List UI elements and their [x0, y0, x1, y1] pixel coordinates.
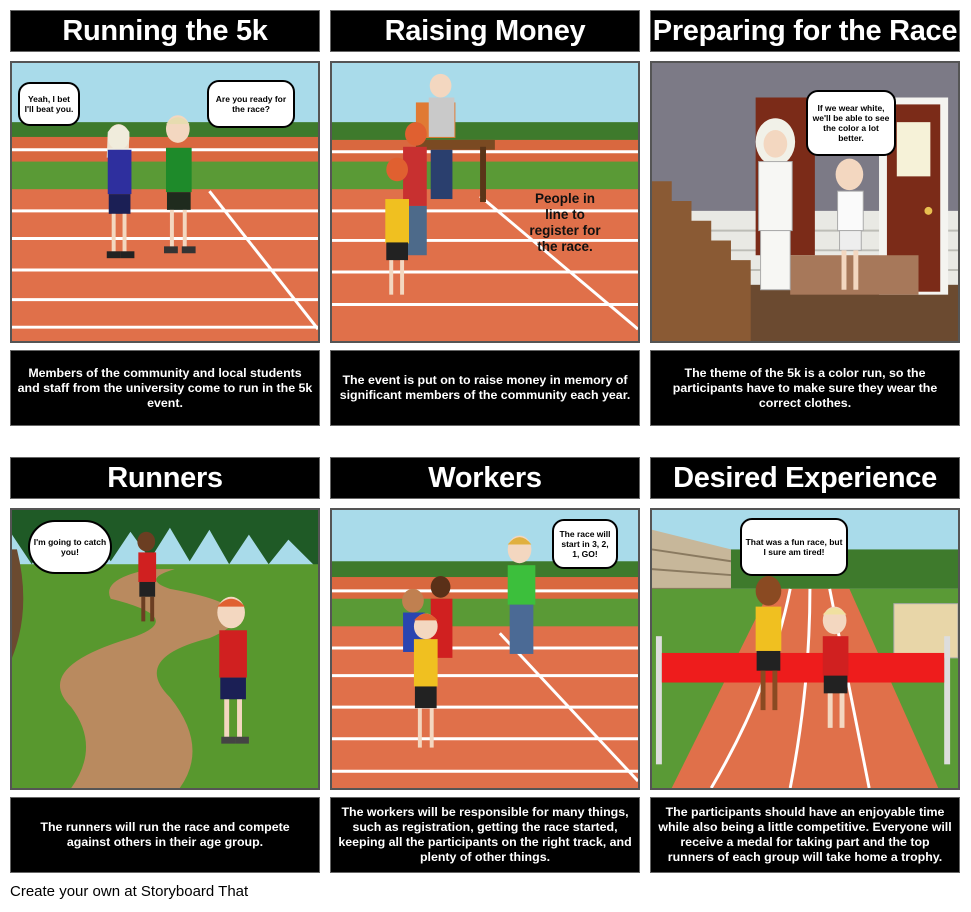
scene-text: People in line to register for the race. [529, 191, 601, 254]
speech-bubble: If we wear white, we'll be able to see t… [806, 90, 896, 156]
finishing-runner-figure [822, 606, 849, 728]
scene-workers: The race will start in 3, 2, 1, GO! [330, 508, 640, 790]
runner-group-figure [402, 576, 453, 748]
scene-desired-experience: That was a fun race, but I sure am tired… [650, 508, 960, 790]
speech-bubble: I'm going to catch you! [28, 520, 112, 574]
title-desired-experience: Desired Experience [650, 457, 960, 499]
boy-in-white-figure [835, 158, 864, 290]
caption-running-the-5k: Members of the community and local stude… [10, 350, 320, 426]
caption-runners: The runners will run the race and compet… [10, 797, 320, 873]
title-workers: Workers [330, 457, 640, 499]
finishing-runner-figure [755, 576, 782, 711]
boy-runner-figure [164, 115, 196, 254]
scene-raising-money: People in line to register for the race. [330, 61, 640, 343]
girl-runner-figure [106, 124, 135, 259]
speech-bubble: Are you ready for the race? [207, 80, 295, 128]
scene-running-the-5k: Yeah, I bet I'll beat you. Are you ready… [10, 61, 320, 343]
title-runners: Runners [10, 457, 320, 499]
runner-in-line-figure [385, 122, 427, 295]
speech-bubble: That was a fun race, but I sure am tired… [740, 518, 848, 576]
woman-in-white-figure [755, 118, 796, 291]
caption-preparing-for-the-race: The theme of the 5k is a color run, so t… [650, 350, 960, 426]
title-running-the-5k: Running the 5k [10, 10, 320, 52]
registration-worker-figure [428, 73, 455, 200]
far-runner-figure [137, 531, 157, 622]
caption-workers: The workers will be responsible for many… [330, 797, 640, 873]
title-raising-money: Raising Money [330, 10, 640, 52]
near-runner-figure [217, 596, 249, 744]
scene-preparing-for-the-race: If we wear white, we'll be able to see t… [650, 61, 960, 343]
speech-bubble: Yeah, I bet I'll beat you. [18, 82, 80, 126]
footer-credit-link[interactable]: Create your own at Storyboard That [10, 883, 249, 900]
caption-desired-experience: The participants should have an enjoyabl… [650, 797, 960, 873]
caption-raising-money: The event is put on to raise money in me… [330, 350, 640, 426]
speech-bubble: The race will start in 3, 2, 1, GO! [552, 519, 618, 569]
title-preparing-for-the-race: Preparing for the Race [650, 10, 960, 52]
starter-worker-figure [507, 535, 536, 654]
scene-runners: I'm going to catch you! [10, 508, 320, 790]
